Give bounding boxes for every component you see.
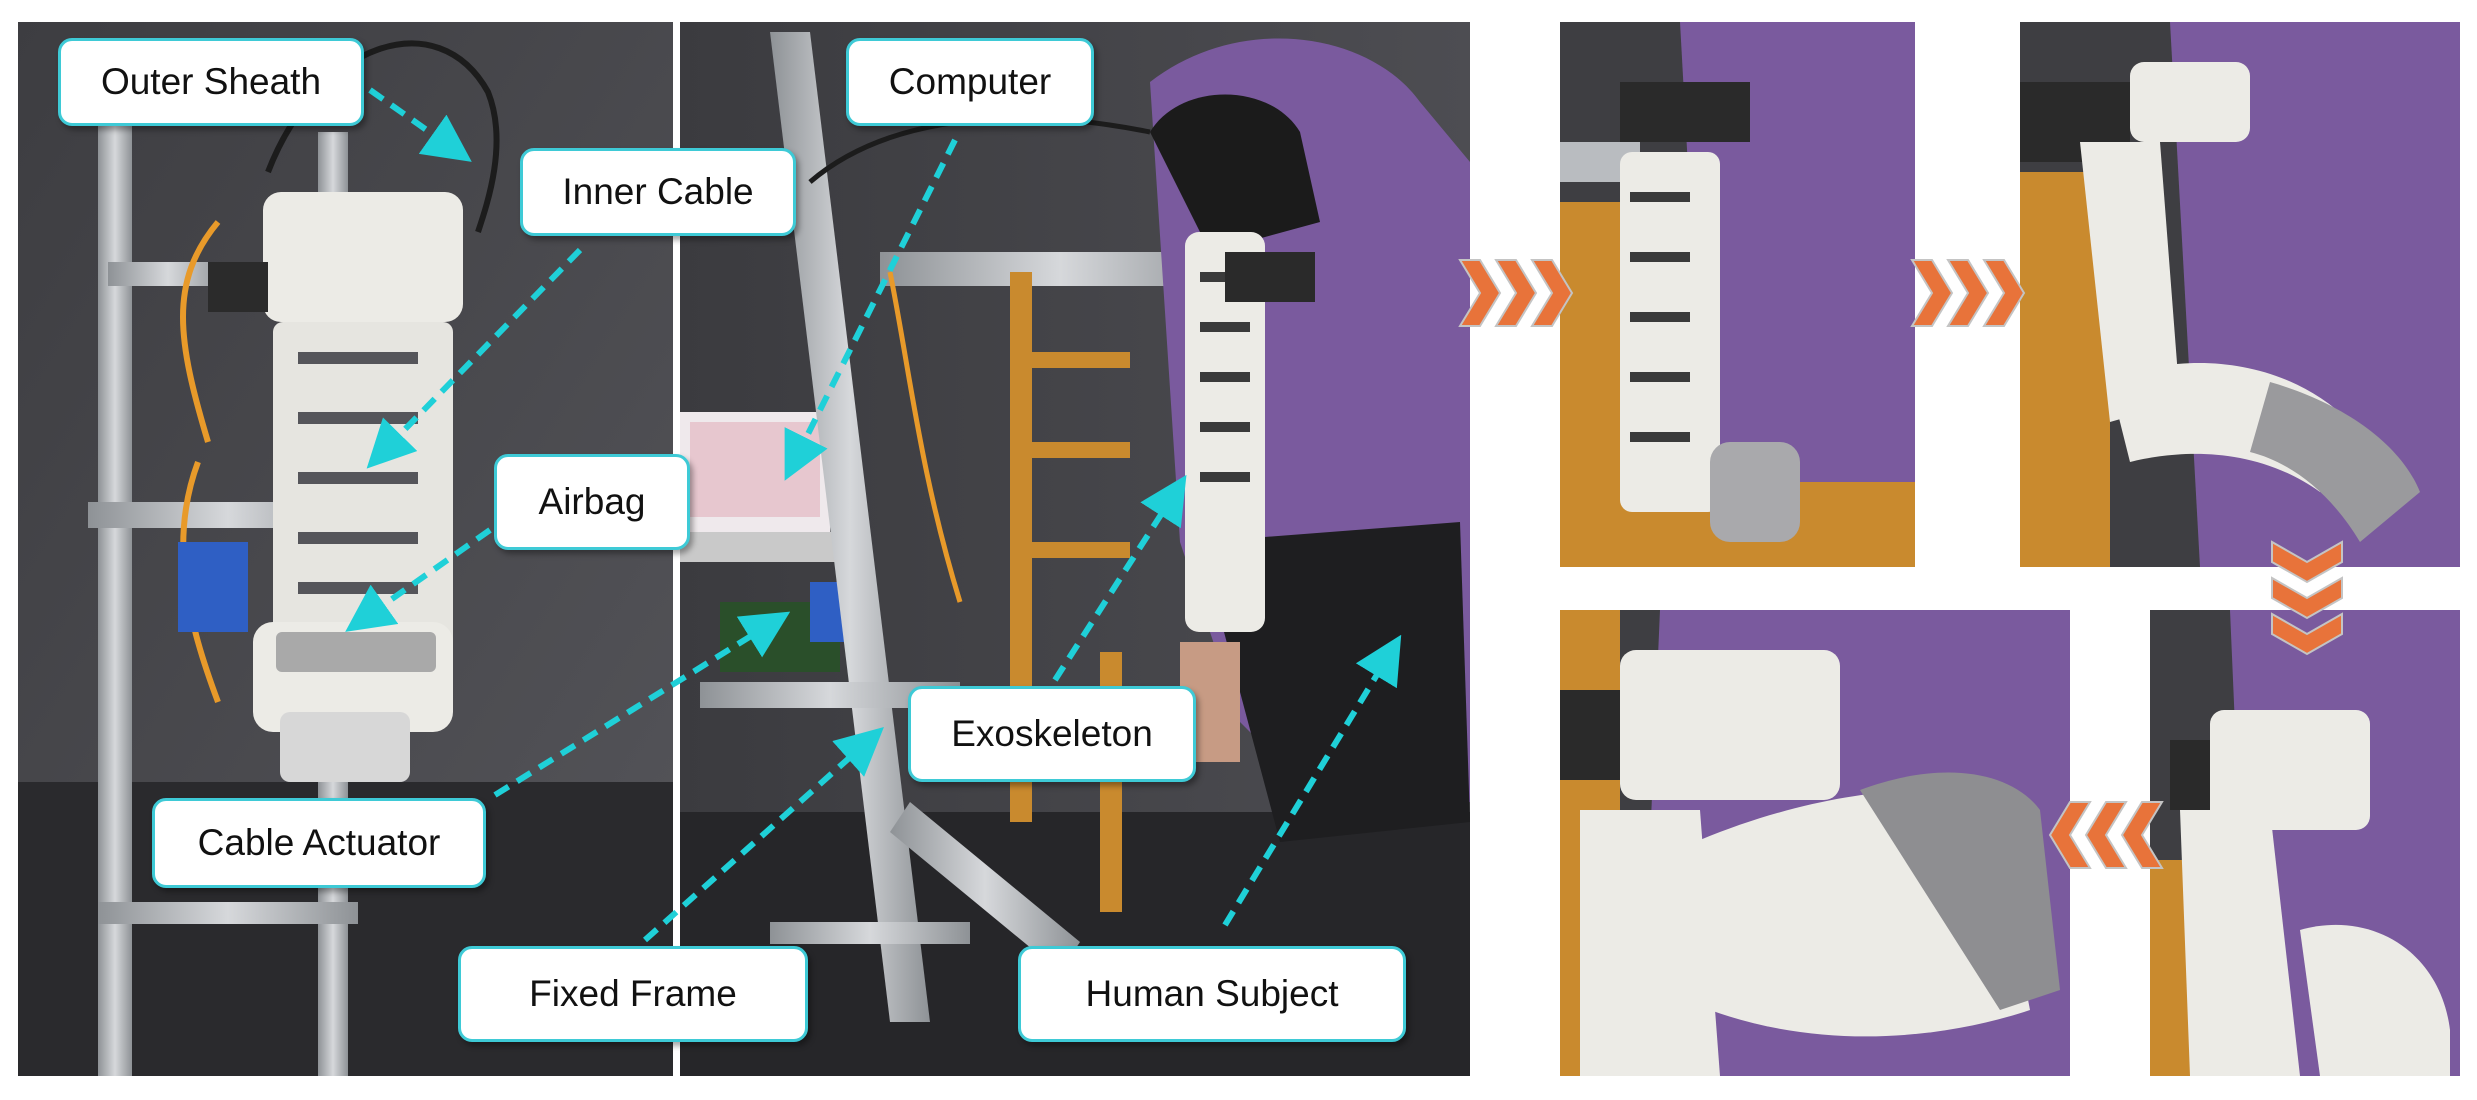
photo-sequence-2	[2020, 22, 2460, 567]
label-inner-cable: Inner Cable	[520, 148, 796, 236]
label-airbag: Airbag	[494, 454, 690, 550]
label-computer: Computer	[846, 38, 1094, 126]
triple-chevron-icon	[1458, 259, 1574, 327]
photo-sequence-4	[1560, 610, 2070, 1076]
photo-sequence-1	[1560, 22, 1915, 567]
label-outer-sheath: Outer Sheath	[58, 38, 364, 126]
label-cable-actuator: Cable Actuator	[152, 798, 486, 888]
triple-chevron-icon	[2271, 540, 2343, 656]
label-fixed-frame: Fixed Frame	[458, 946, 808, 1042]
photo-human-subject	[680, 22, 1470, 1076]
triple-chevron-icon	[2048, 801, 2164, 869]
label-human-subject: Human Subject	[1018, 946, 1406, 1042]
triple-chevron-icon	[1910, 259, 2026, 327]
photo-sequence-3	[2150, 610, 2460, 1076]
label-exoskeleton: Exoskeleton	[908, 686, 1196, 782]
